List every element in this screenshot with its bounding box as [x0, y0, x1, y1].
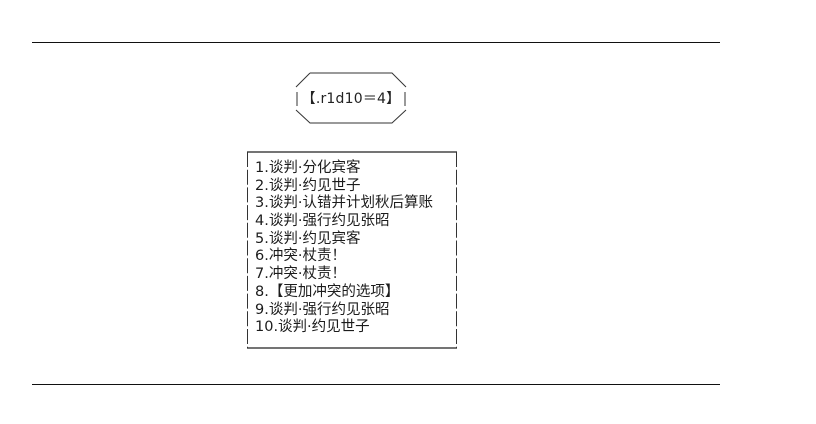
dice-roll-box: 【.r1d10＝4】: [294, 70, 408, 126]
option-item-6[interactable]: 6.冲突·杖责！: [255, 248, 346, 265]
option-item-3[interactable]: 3.谈判·认错并计划秋后算账: [255, 195, 433, 212]
option-item-9[interactable]: 9.谈判·强行约见张昭: [255, 301, 390, 318]
option-item-7[interactable]: 7.冲突·杖责！: [255, 266, 346, 283]
option-item-8[interactable]: 8.【更加冲突的选项】: [255, 283, 400, 300]
option-item-5[interactable]: 5.谈判·约见宾客: [255, 230, 361, 247]
ascii-box-frame-icon: [247, 151, 457, 349]
bottom-divider: [32, 384, 720, 385]
dice-roll-result: 【.r1d10＝4】: [301, 91, 401, 107]
option-item-10[interactable]: 10.谈判·约见世子: [255, 319, 370, 336]
option-item-1[interactable]: 1.谈判·分化宾客: [255, 160, 361, 176]
option-item-2[interactable]: 2.谈判·约见世子: [255, 177, 361, 194]
octagon-frame-icon: [295, 72, 407, 124]
options-list: 1.谈判·分化宾客 2.谈判·约见世子 3.谈判·认错并计划秋后算账 4.谈判·…: [255, 160, 433, 337]
top-divider: [32, 42, 720, 43]
option-item-4[interactable]: 4.谈判·强行约见张昭: [255, 213, 390, 230]
